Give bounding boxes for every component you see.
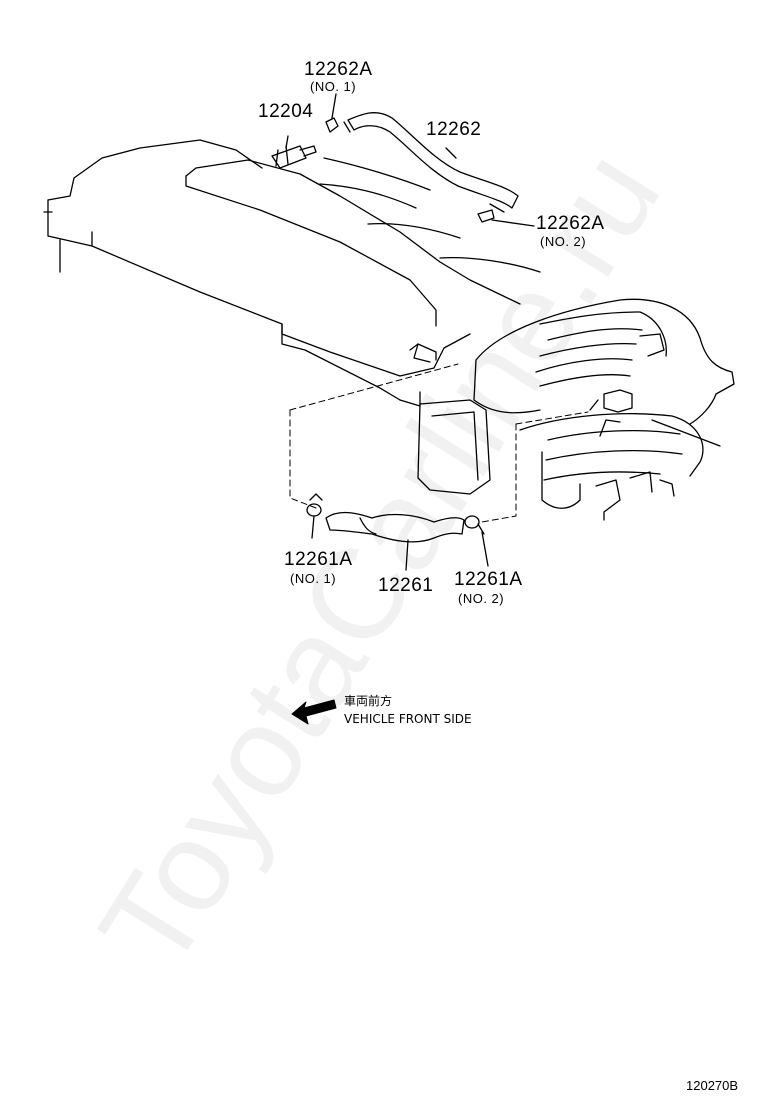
ventilation-hose-upper [343,112,519,213]
part-sublabel-no1: (NO. 1) [310,79,357,94]
hose-clip-no1 [325,93,339,133]
dashed-guides [289,363,589,523]
hose-clip-lower-no2 [464,515,489,567]
part-sublabel-lower-no1: (NO. 1) [290,571,337,586]
part-label-12261a-no2[interactable]: 12261A [454,569,523,590]
pcv-valve [271,135,317,169]
front-indicator-english: VEHICLE FRONT SIDE [344,712,472,726]
hose-clip-lower-no1 [306,493,323,539]
part-label-12262a-no2[interactable]: 12262A [536,213,605,234]
part-label-12261[interactable]: 12261 [378,575,434,596]
part-sublabel-lower-no2: (NO. 2) [458,591,505,606]
part-label-12262[interactable]: 12262 [426,119,482,140]
part-label-12262a-no1[interactable]: 12262A [304,59,373,80]
intake-assembly [417,298,735,521]
hose-clip-no2 [477,209,535,227]
front-indicator-japanese: 車両前方 [344,694,393,708]
part-label-12261a-no1[interactable]: 12261A [284,549,353,570]
cylinder-head-cover [43,139,541,407]
ventilation-hose-lower [325,511,465,571]
part-sublabel-no2: (NO. 2) [540,234,587,249]
figure-number: 120270B [686,1078,739,1093]
part-label-12204[interactable]: 12204 [258,101,314,122]
front-arrow-icon [291,699,337,725]
